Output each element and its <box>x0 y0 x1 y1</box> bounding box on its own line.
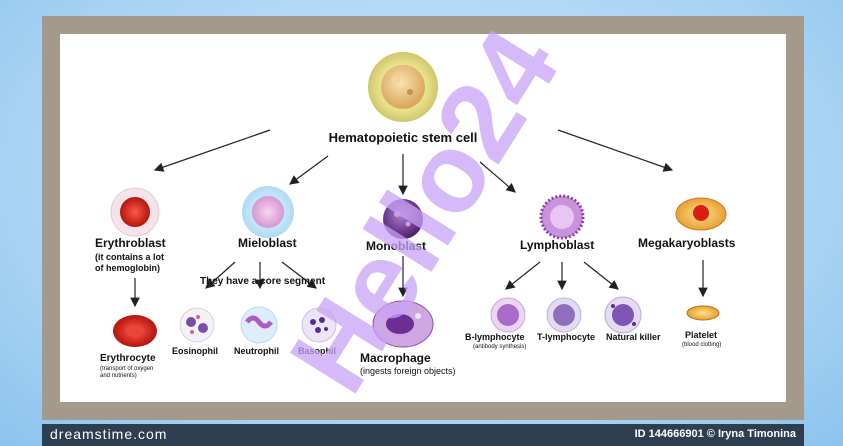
mieloblast-icon <box>242 186 294 238</box>
platelet-note: (blood clotting) <box>682 342 721 348</box>
platelet-label: Platelet <box>685 330 717 340</box>
footer-bar: dreamstime.com ID 144666901 © Iryna Timo… <box>42 424 804 446</box>
eosinophil-icon <box>179 307 215 343</box>
secondary-arrows <box>130 256 708 308</box>
diagram-canvas: Hematopoietic stem cell Erythroblast (it… <box>60 34 786 402</box>
core-segment-label: They have a core segment <box>200 276 326 287</box>
t-lymphocyte-icon <box>546 297 582 333</box>
megakaryoblasts-label: Megakaryoblasts <box>638 236 736 250</box>
erythroblast-note-1: (it contains a lot <box>95 252 164 262</box>
erythrocyte-icon <box>113 315 157 347</box>
monoblast-icon <box>383 199 423 239</box>
lymphoblast-icon <box>539 194 585 240</box>
hematopoiesis-diagram: Hematopoietic stem cell Erythroblast (it… <box>95 52 736 379</box>
image-frame: Hematopoietic stem cell Erythroblast (it… <box>42 16 804 420</box>
b-lymphocyte-icon <box>490 297 526 333</box>
erythrocyte-note-2: and nutrients) <box>100 373 137 379</box>
basophil-label: Basophil <box>298 346 336 356</box>
erythroblast-label: Erythroblast <box>95 236 166 250</box>
eosinophil-label: Eosinophil <box>172 346 218 356</box>
monoblast-label: Monoblast <box>366 239 426 253</box>
platelet-icon <box>686 305 720 321</box>
t-lymphocyte-label: T-lymphocyte <box>537 332 595 342</box>
footer-site[interactable]: dreamstime.com <box>50 426 168 442</box>
root-label: Hematopoietic stem cell <box>329 130 478 145</box>
erythroblast-icon <box>110 187 160 237</box>
stem-cell-icon <box>368 52 438 122</box>
macrophage-label: Macrophage <box>360 351 431 365</box>
macrophage-icon <box>372 300 434 348</box>
macrophage-note: (ingests foreign objects) <box>360 366 456 376</box>
basophil-icon <box>301 307 337 343</box>
megakaryoblast-icon <box>675 197 727 231</box>
natural-killer-icon <box>604 296 642 334</box>
natural-killer-label: Natural killer <box>606 332 661 342</box>
b-lymphocyte-note: (antibody synthesis) <box>473 344 526 350</box>
root-arrows <box>153 129 674 196</box>
footer-credit: ID 144666901 © Iryna Timonina <box>634 428 796 440</box>
erythroblast-note-2: of hemoglobin) <box>95 263 160 273</box>
neutrophil-label: Neutrophil <box>234 346 279 356</box>
mieloblast-label: Mieloblast <box>238 236 297 250</box>
erythrocyte-note-1: (transport of oxygen <box>100 366 153 372</box>
lymphoblast-label: Lymphoblast <box>520 238 594 252</box>
neutrophil-icon <box>240 306 278 344</box>
b-lymphocyte-label: B-lymphocyte <box>465 332 525 342</box>
erythrocyte-label: Erythrocyte <box>100 353 156 364</box>
